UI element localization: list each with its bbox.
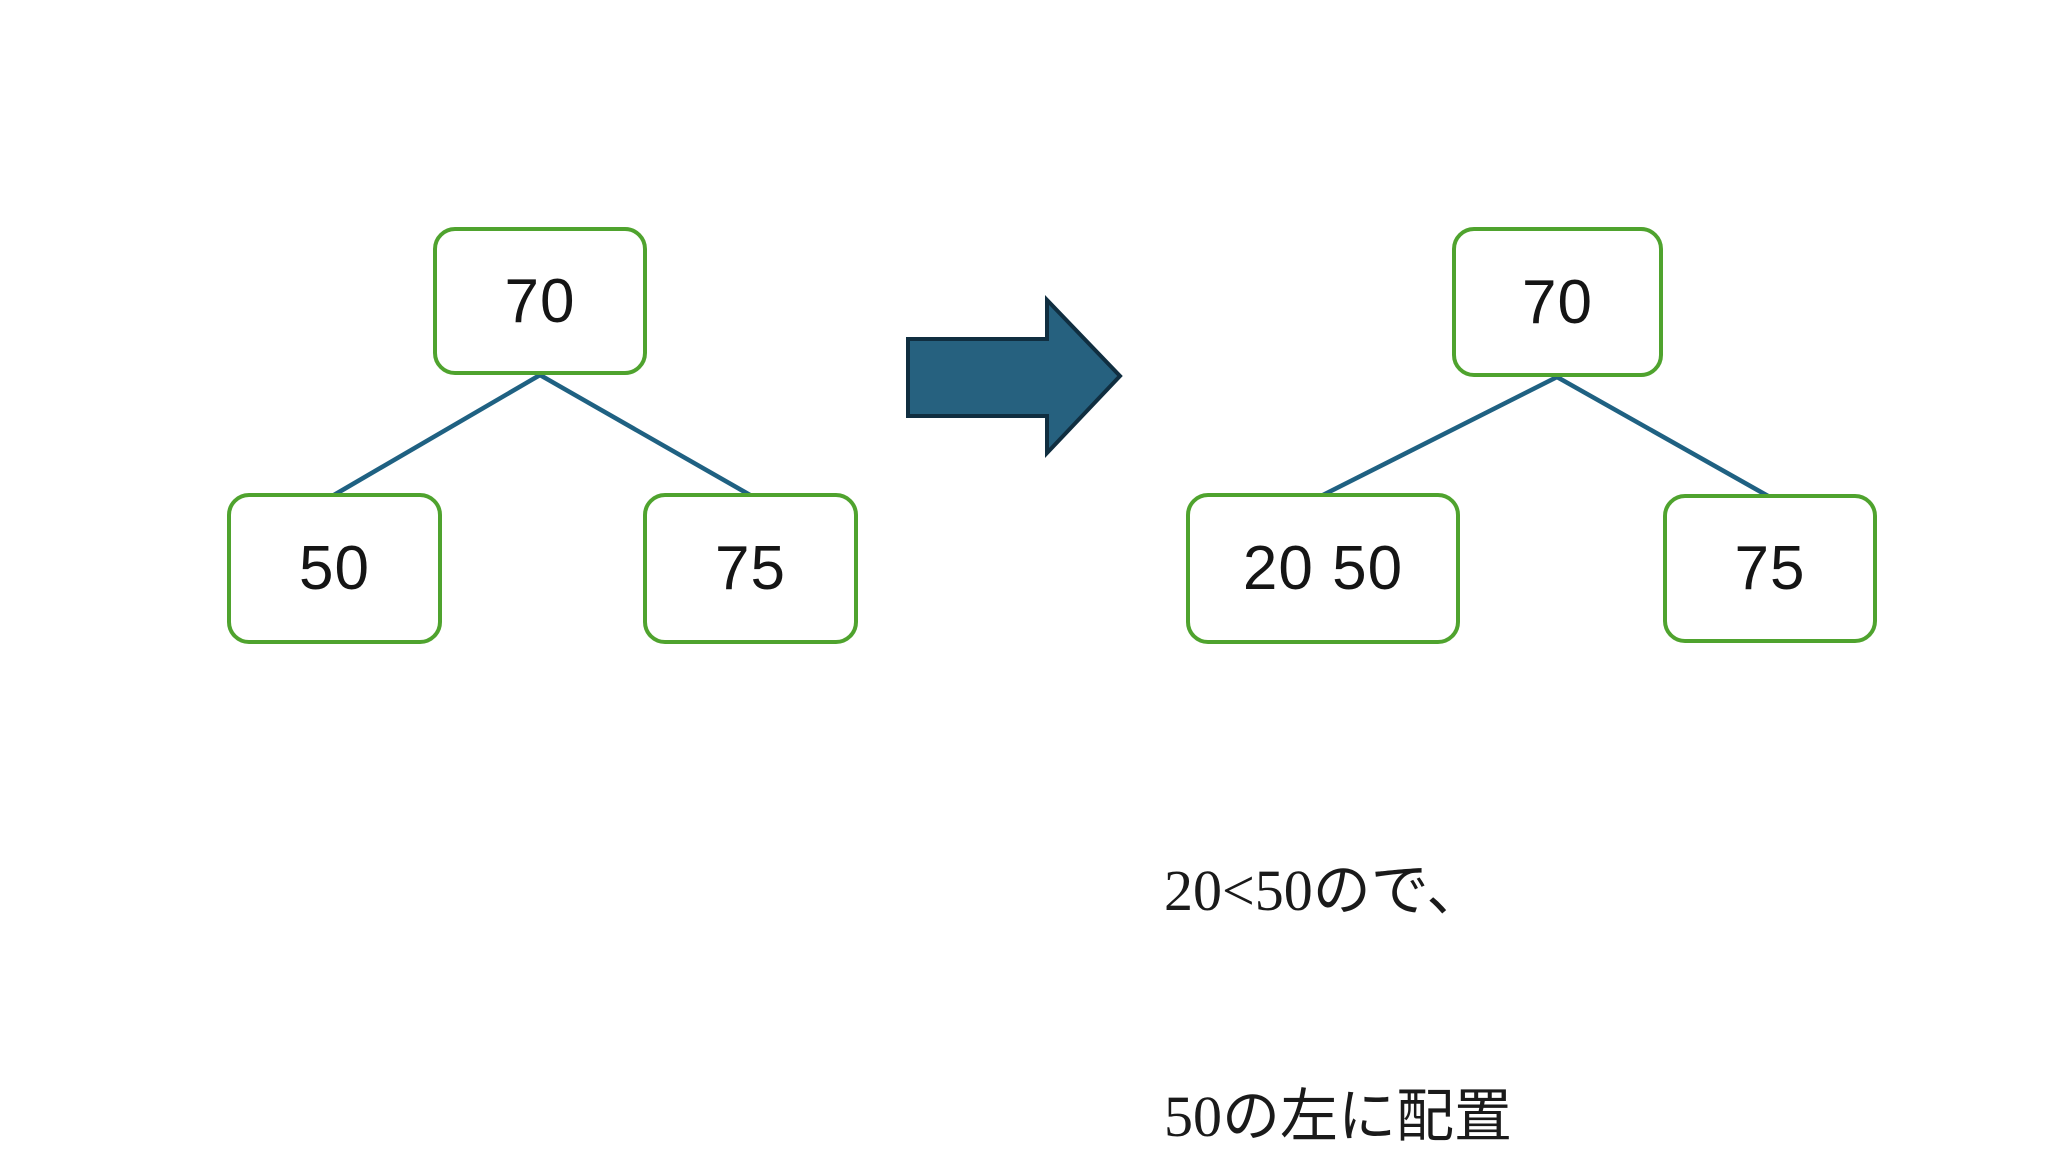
tree-edge xyxy=(1321,374,1559,498)
tree-edge xyxy=(538,373,752,497)
tree-node-left-root: 70 xyxy=(433,227,647,375)
tree-edge xyxy=(1555,375,1770,498)
caption-line-2: 50の左に配置 xyxy=(1164,1083,1513,1149)
node-label: 70 xyxy=(504,266,576,336)
tree-node-right-root: 70 xyxy=(1452,227,1663,377)
tree-node-right-75: 75 xyxy=(1663,494,1877,643)
node-label: 50 xyxy=(299,534,370,603)
node-label: 75 xyxy=(1734,534,1806,603)
tree-node-left-50: 50 xyxy=(227,493,442,644)
tree-node-right-2050: 20 50 xyxy=(1186,493,1460,644)
tree-node-left-75: 75 xyxy=(643,493,858,644)
node-label: 70 xyxy=(1522,267,1593,337)
node-label: 20 50 xyxy=(1242,534,1404,603)
right-arrow-icon xyxy=(906,295,1123,459)
node-label: 75 xyxy=(715,534,786,603)
caption-line-1: 20<50ので、 xyxy=(1164,857,1485,923)
tree-edge xyxy=(332,373,542,497)
caption-text: 20<50ので、 50の左に配置 xyxy=(1164,702,1512,1152)
